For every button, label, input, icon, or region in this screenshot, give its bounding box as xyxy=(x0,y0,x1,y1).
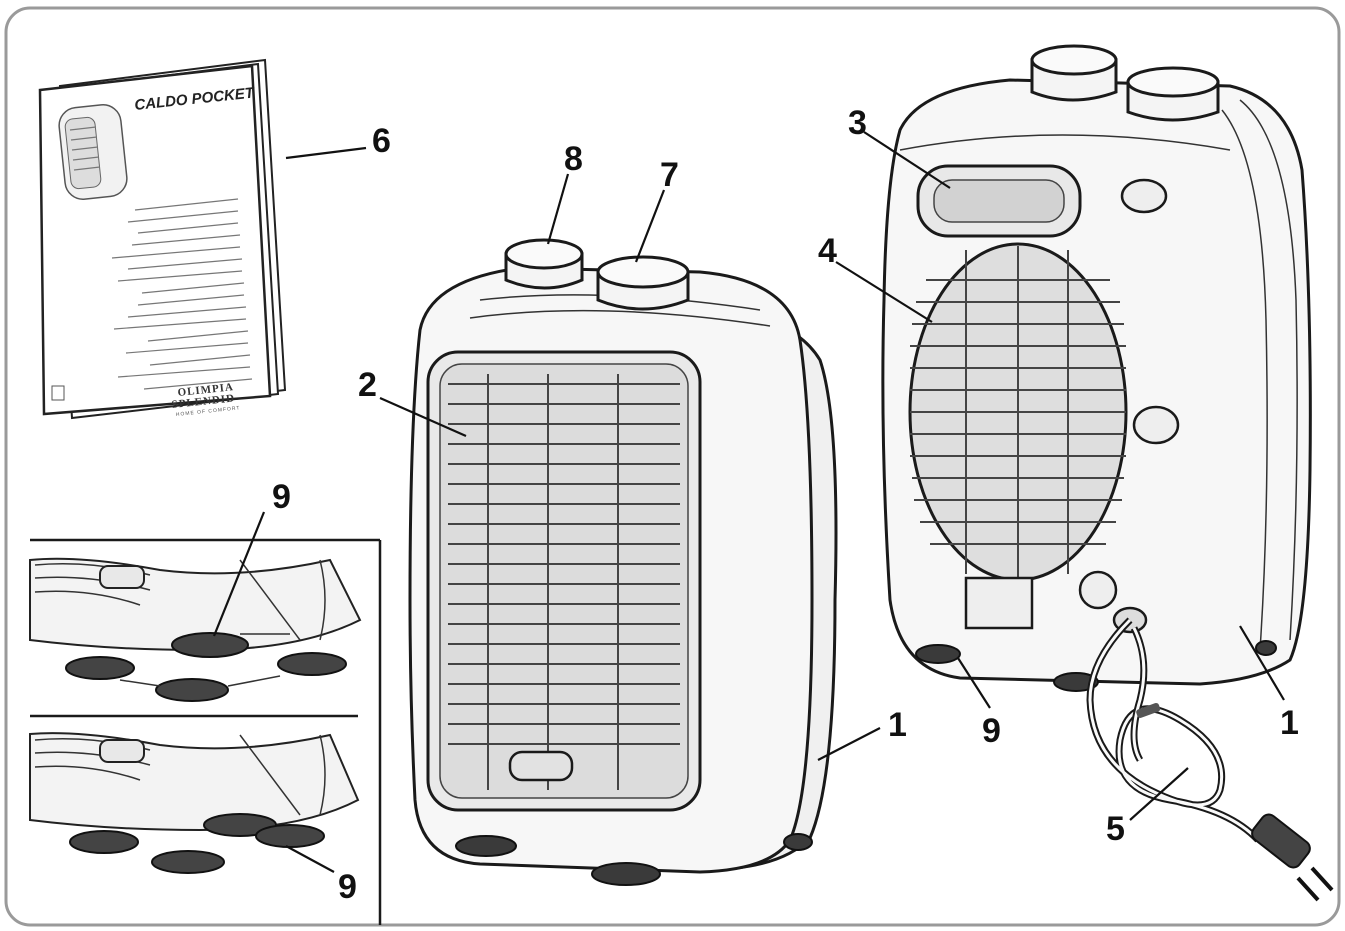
foot-pad xyxy=(915,644,961,664)
heater-back-view xyxy=(881,44,1334,902)
instruction-manual: CALDO POCKET xyxy=(38,58,287,420)
callout-leaders xyxy=(212,131,1285,873)
foot-pad xyxy=(171,632,249,658)
manual-ce-mark-icon xyxy=(51,385,65,401)
callout-3: 3 xyxy=(848,104,867,142)
power-cord xyxy=(1086,617,1334,902)
knob-back-left xyxy=(1030,44,1118,102)
callout-1-back: 1 xyxy=(1280,704,1299,742)
foot-pad xyxy=(151,850,225,874)
callout-2: 2 xyxy=(358,366,377,404)
foot-pad xyxy=(783,833,813,851)
foot-pad xyxy=(69,830,139,854)
knob-8 xyxy=(504,238,584,290)
heater-front-view xyxy=(408,238,838,886)
rear-grille-bars xyxy=(910,246,1126,580)
foot-pad xyxy=(1053,672,1099,692)
feet-detail-insets xyxy=(29,538,382,925)
callout-6: 6 xyxy=(372,122,391,160)
manual-contents-lines xyxy=(111,198,253,390)
inset-top-feet-folded xyxy=(29,557,362,702)
foot-pad xyxy=(277,652,347,676)
callout-9-inset-top: 9 xyxy=(272,478,291,516)
manual-heater-image xyxy=(58,104,128,200)
front-slot xyxy=(508,750,574,782)
front-air-outlet-grille xyxy=(448,374,680,790)
knob-back-right xyxy=(1126,66,1220,122)
inset-bottom-feet-extended xyxy=(29,732,360,874)
callout-5: 5 xyxy=(1106,810,1125,848)
foot-pad xyxy=(1255,640,1277,656)
manual-brand-top: OLIMPIA xyxy=(177,381,234,399)
callout-7: 7 xyxy=(660,156,679,194)
foot-pad xyxy=(591,862,661,886)
foot-pad xyxy=(255,824,325,848)
knob-7 xyxy=(596,255,690,311)
foot-pad xyxy=(455,835,517,857)
callout-9-back: 9 xyxy=(982,712,1001,750)
callout-8: 8 xyxy=(564,140,583,178)
rating-label xyxy=(964,576,1034,630)
callout-4: 4 xyxy=(818,232,837,270)
foot-pad xyxy=(65,656,135,680)
foot-pad xyxy=(155,678,229,702)
callout-labels: 6 8 7 2 3 4 9 9 1 9 1 5 xyxy=(272,104,1299,906)
callout-1-front: 1 xyxy=(888,706,907,744)
plug-icon xyxy=(1251,813,1311,869)
callout-9-inset-bottom: 9 xyxy=(338,868,357,906)
